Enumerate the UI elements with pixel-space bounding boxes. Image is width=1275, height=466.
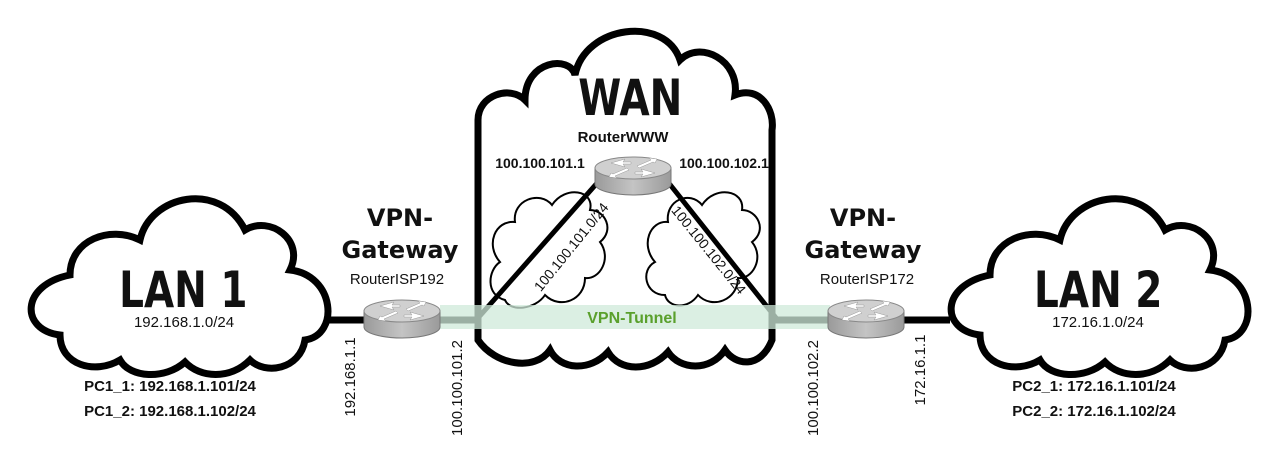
wan-title: WAN [578, 68, 682, 127]
wan-left-ip: 100.100.101.1 [495, 155, 585, 171]
lan2-cloud [947, 195, 1252, 378]
link-subnet-left-overlay [476, 180, 600, 320]
lan2-title: LAN 2 [1034, 260, 1162, 319]
lan1-host-2: PC1_2: 192.168.1.102/24 [84, 403, 256, 420]
lan1-subnet: 192.168.1.0/24 [134, 314, 234, 331]
gw2-wan-ip: 100.100.102.2 [805, 340, 822, 436]
router-isp192-icon[interactable] [363, 299, 441, 339]
lan2-host-2: PC2_2: 172.16.1.102/24 [1012, 403, 1176, 420]
gw1-role-line1: VPN- [367, 204, 433, 232]
wan-router-name: RouterWWW [578, 129, 670, 146]
gw1-role-line2: Gateway [342, 236, 459, 264]
lan1-title: LAN 1 [119, 260, 247, 319]
wan-right-ip: 100.100.102.1 [679, 155, 769, 171]
wan-subnet-cloud-left [489, 191, 609, 309]
gw1-wan-ip: 100.100.101.2 [449, 340, 466, 436]
gw1-router-name: RouterISP192 [350, 271, 444, 288]
lan2-subnet: 172.16.1.0/24 [1052, 314, 1144, 331]
lan1-host-1: PC1_1: 192.168.1.101/24 [84, 378, 256, 395]
router-isp172-icon[interactable] [827, 299, 905, 339]
gw2-role-line2: Gateway [805, 236, 922, 264]
gw2-lan-ip: 172.16.1.1 [912, 335, 929, 406]
vpn-tunnel-label: VPN-Tunnel [587, 310, 676, 327]
lan1-cloud [27, 195, 332, 378]
wan-subnet-cloud-right [645, 191, 761, 307]
gw1-lan-ip: 192.168.1.1 [342, 337, 359, 416]
gw2-role-line1: VPN- [830, 204, 896, 232]
vpn-tunnel-band [440, 305, 830, 329]
router-www-icon[interactable] [594, 156, 672, 196]
link-subnet-right-overlay [666, 180, 778, 320]
lan2-host-1: PC2_1: 172.16.1.101/24 [1012, 378, 1176, 395]
gw2-router-name: RouterISP172 [820, 271, 914, 288]
